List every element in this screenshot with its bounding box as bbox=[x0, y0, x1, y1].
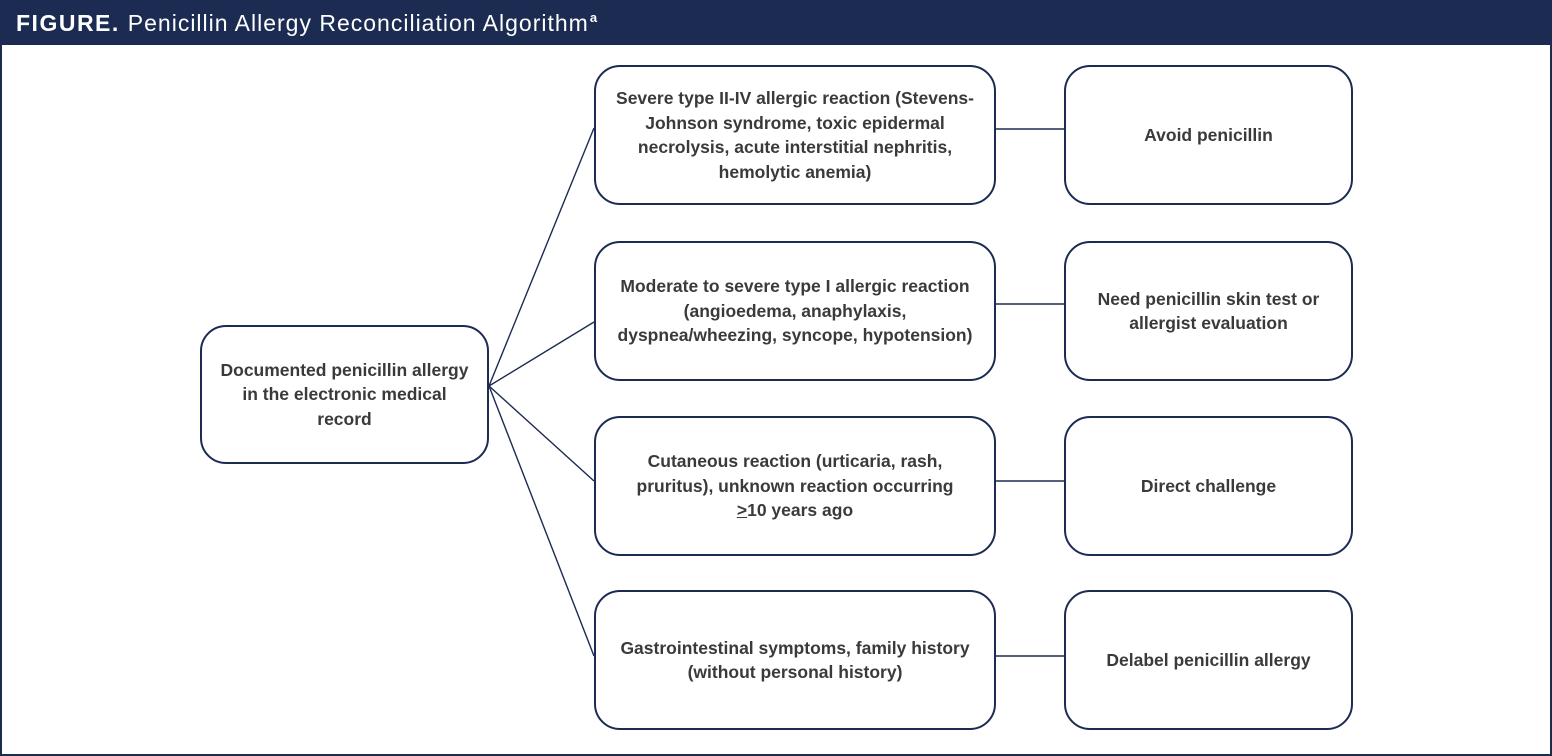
condition-node-cutaneous: Cutaneous reaction (urticaria, rash, pru… bbox=[594, 416, 996, 556]
start-node-text: Documented penicillin allergy in the ele… bbox=[220, 359, 469, 429]
condition-node-type-1: Moderate to severe type I allergic react… bbox=[594, 241, 996, 381]
action-node-avoid-penicillin: Avoid penicillin bbox=[1064, 65, 1353, 205]
figure-title: Penicillin Allergy Reconciliation Algori… bbox=[127, 10, 589, 36]
greater-or-equal-symbol: > bbox=[736, 500, 748, 521]
condition-text: Moderate to severe type I allergic react… bbox=[617, 276, 973, 346]
condition-text: Gastrointestinal symptoms, family histor… bbox=[620, 637, 970, 683]
action-text: Avoid penicillin bbox=[1144, 124, 1273, 145]
action-node-skin-test: Need penicillin skin test or allergist e… bbox=[1064, 241, 1353, 381]
condition-text-part-1: Cutaneous reaction (urticaria, rash, pru… bbox=[636, 451, 954, 496]
figure-footnote-marker: a bbox=[589, 10, 599, 26]
condition-node-severe-type-2-4: Severe type II-IV allergic reaction (Ste… bbox=[594, 65, 996, 205]
start-node: Documented penicillin allergy in the ele… bbox=[200, 325, 489, 464]
action-node-delabel: Delabel penicillin allergy bbox=[1064, 590, 1353, 730]
figure-heading: FIGURE. Penicillin Allergy Reconciliation… bbox=[16, 10, 598, 37]
action-text: Delabel penicillin allergy bbox=[1106, 649, 1311, 670]
figure-label: FIGURE. bbox=[16, 10, 120, 36]
action-text: Direct challenge bbox=[1140, 475, 1277, 496]
condition-text: Cutaneous reaction (urticaria, rash, pru… bbox=[614, 449, 976, 523]
action-text: Need penicillin skin test or allergist e… bbox=[1097, 288, 1320, 334]
condition-node-gastrointestinal: Gastrointestinal symptoms, family histor… bbox=[594, 590, 996, 730]
condition-text: Severe type II-IV allergic reaction (Ste… bbox=[616, 88, 974, 182]
action-node-direct-challenge: Direct challenge bbox=[1064, 416, 1353, 556]
condition-text-part-2: 10 years ago bbox=[747, 500, 854, 521]
figure-header: FIGURE. Penicillin Allergy Reconciliation… bbox=[2, 2, 1550, 45]
